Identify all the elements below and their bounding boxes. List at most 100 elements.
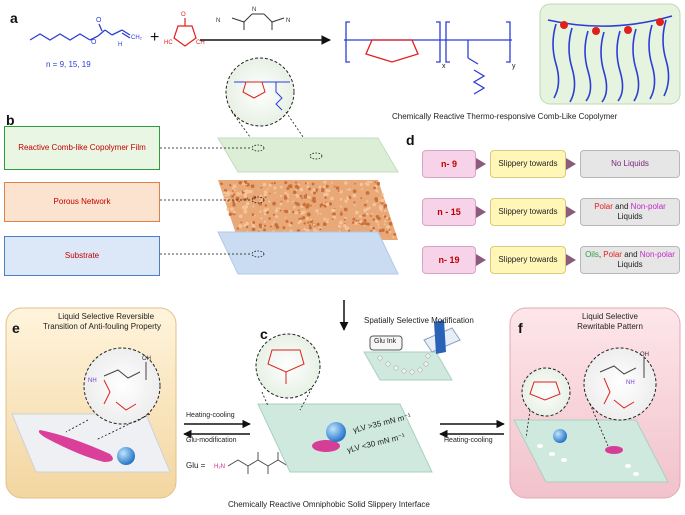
- porous-particle: [325, 202, 330, 206]
- porous-particle: [370, 215, 372, 217]
- porous-particle: [319, 228, 322, 231]
- porous-particle: [238, 181, 242, 185]
- porous-particle: [250, 184, 255, 188]
- panel-label-e: e: [12, 320, 20, 336]
- porous-particle: [235, 196, 240, 201]
- porous-particle: [328, 202, 332, 206]
- layer-label-porous-network: Porous Network: [4, 182, 160, 222]
- porous-particle: [229, 184, 232, 187]
- porous-particle: [238, 214, 243, 218]
- porous-particle: [384, 209, 387, 213]
- porous-particle: [275, 215, 279, 219]
- porous-marker: [251, 196, 265, 204]
- porous-particle: [380, 198, 385, 203]
- porous-particle: [220, 182, 223, 185]
- d-result-segment: Liquids: [617, 212, 643, 221]
- blue-droplet-c: [326, 422, 346, 442]
- porous-particle: [263, 208, 268, 213]
- porous-particle: [319, 205, 322, 208]
- porous-particle: [284, 181, 288, 185]
- d-row-n-chip: n- 9: [422, 150, 476, 178]
- porous-particle: [268, 183, 272, 187]
- nh2-label: H₂N: [214, 464, 225, 470]
- porous-particle: [285, 209, 289, 214]
- porous-particle: [393, 233, 397, 236]
- porous-particle: [378, 197, 381, 199]
- porous-particle: [274, 209, 279, 213]
- porous-particle: [359, 220, 363, 224]
- porous-particle: [323, 217, 327, 221]
- porous-particle: [383, 215, 387, 219]
- porous-particle: [245, 225, 249, 229]
- subscript-y: y: [512, 63, 516, 70]
- porous-particle: [319, 189, 322, 191]
- porous-particle: [230, 207, 234, 211]
- d-row-slippery-chip: Slippery towards: [490, 198, 566, 226]
- porous-particle: [312, 199, 317, 203]
- porous-particle: [389, 230, 392, 234]
- porous-particle: [339, 198, 343, 201]
- porous-particle: [237, 200, 240, 203]
- porous-particle: [333, 185, 336, 188]
- porous-particle: [355, 219, 358, 222]
- porous-particle: [280, 200, 283, 203]
- porous-particle: [365, 191, 370, 195]
- porous-particle: [363, 214, 366, 217]
- porous-particle: [383, 223, 386, 226]
- porous-particle: [271, 223, 274, 226]
- porous-particle: [366, 200, 369, 203]
- porous-particle: [353, 201, 356, 204]
- panel-label-a: a: [10, 10, 18, 26]
- d-result-segment: Non-polar: [630, 202, 666, 211]
- porous-particle: [346, 188, 349, 191]
- porous-particle: [279, 185, 283, 189]
- porous-particle: [372, 218, 375, 221]
- porous-particle: [366, 183, 370, 187]
- porous-particle: [303, 202, 306, 205]
- porous-particle: [263, 228, 266, 232]
- porous-particle: [261, 225, 264, 228]
- panel-e-title-1: Liquid Selective Reversible: [57, 312, 155, 321]
- porous-particle: [335, 186, 340, 190]
- zoom-line-c2: [299, 387, 313, 411]
- d-row-n-chip: n - 15: [422, 198, 476, 226]
- porous-particle: [263, 220, 266, 223]
- porous-particle: [269, 225, 272, 228]
- glu-equals-label: Glu =: [186, 461, 206, 470]
- porous-particle: [308, 224, 312, 227]
- porous-particle: [369, 180, 372, 184]
- porous-particle: [360, 197, 363, 200]
- porous-particle: [286, 187, 289, 190]
- d-row-slippery-chip: Slippery towards: [490, 246, 566, 274]
- panel-label-f: f: [518, 320, 523, 336]
- porous-particle: [279, 194, 283, 198]
- porous-particle: [330, 181, 333, 184]
- porous-particle: [379, 199, 382, 202]
- porous-particle: [252, 205, 255, 208]
- porous-particle: [344, 218, 346, 221]
- porous-particle: [286, 200, 289, 203]
- porous-particle: [346, 197, 350, 201]
- porous-particle: [312, 196, 316, 201]
- porous-particle: [236, 192, 240, 196]
- porous-particle: [232, 210, 236, 214]
- zoom-circle-f1: [521, 367, 571, 417]
- porous-particle: [243, 223, 247, 227]
- porous-particle: [284, 191, 288, 195]
- porous-particle: [244, 205, 247, 209]
- porous-particle: [240, 221, 243, 224]
- porous-particle: [251, 227, 256, 232]
- maleic-anhydride-structure: [173, 18, 197, 47]
- porous-particle: [385, 216, 389, 220]
- zoom-circle-e: [83, 347, 161, 425]
- d-result-segment: and: [621, 250, 640, 259]
- fouling-streak: [38, 430, 113, 462]
- porous-particle: [272, 201, 276, 206]
- porous-particle: [310, 204, 312, 207]
- porous-particle: [303, 194, 308, 199]
- porous-particle: [322, 185, 326, 189]
- arrow-label-glu-modification: Glu-modification: [186, 437, 237, 444]
- water-droplet-f: [553, 429, 567, 443]
- zoom-structure-c: [267, 349, 305, 384]
